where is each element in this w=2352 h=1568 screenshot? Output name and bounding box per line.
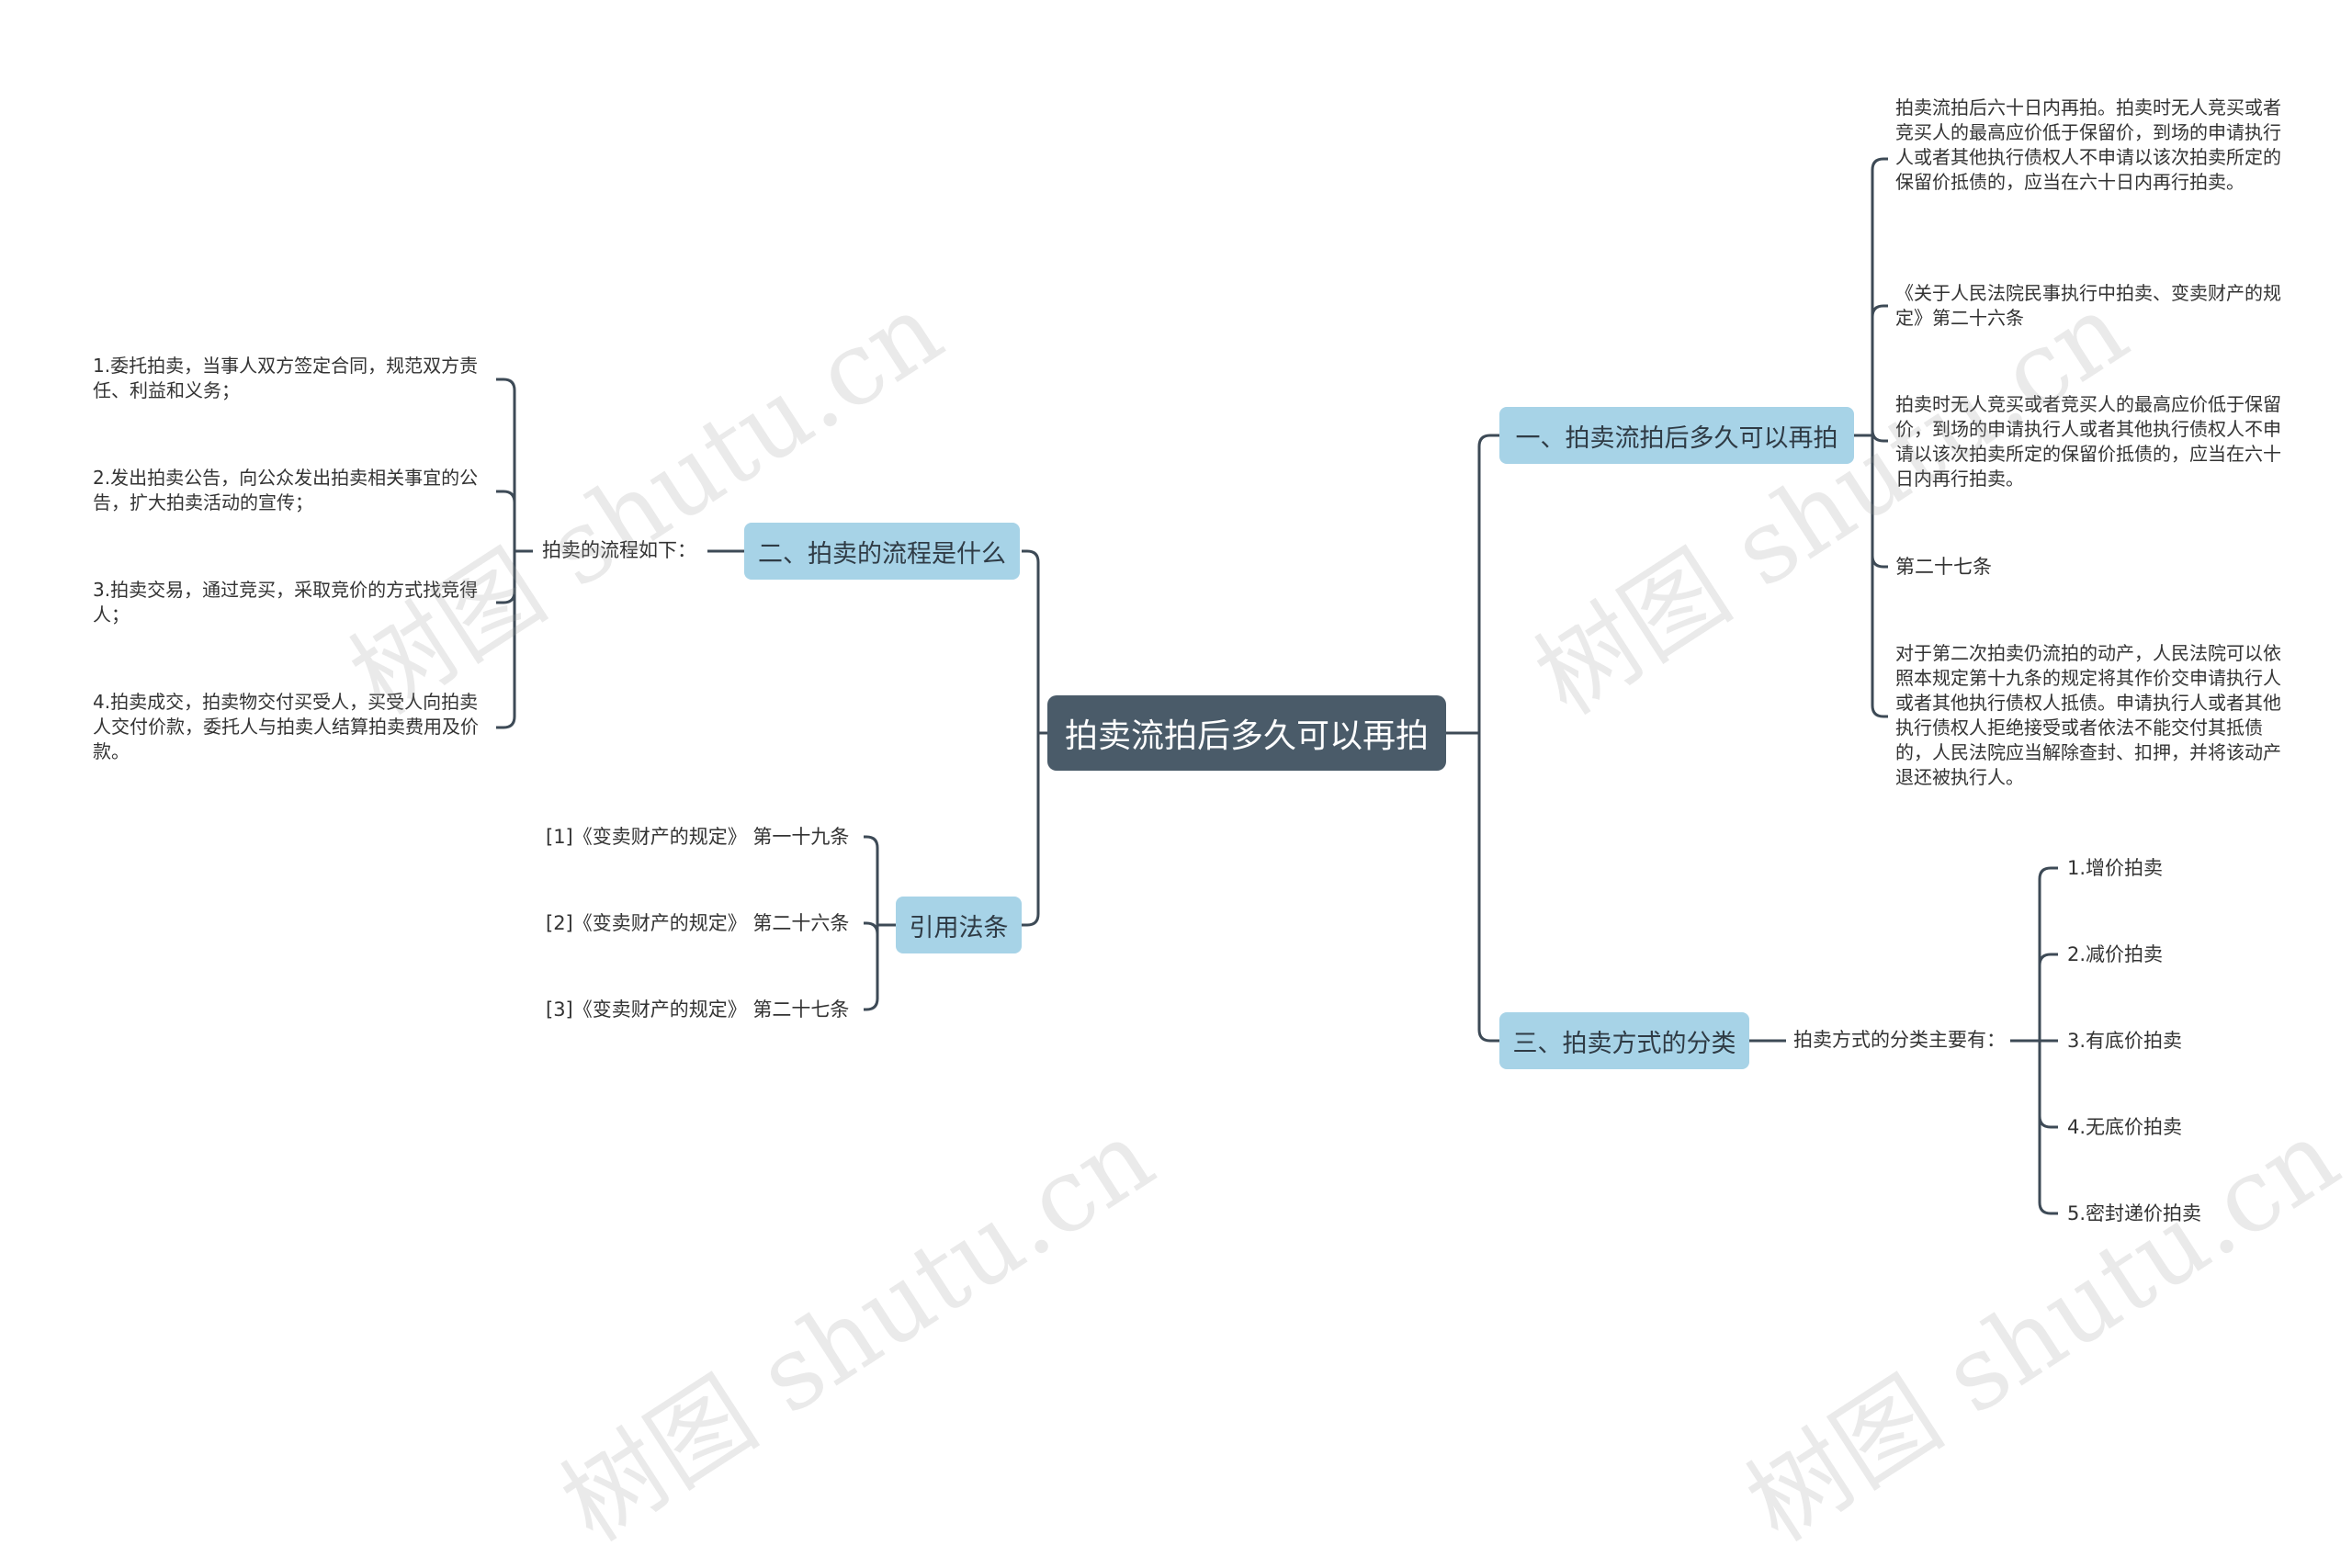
branch-reauction-timing[interactable]: 一、拍卖流拍后多久可以再拍 xyxy=(1499,407,1854,464)
auction-type-2[interactable]: 2.减价拍卖 xyxy=(2067,943,2164,965)
regulation-article-27-title[interactable]: 第二十七条 xyxy=(1895,556,1992,578)
root-left-link-2 xyxy=(1022,733,1040,927)
auction-type-4[interactable]: 4.无底价拍卖 xyxy=(2067,1116,2183,1138)
process-step-1[interactable]: 1.委托拍卖，当事人双方签定合同，规范双方责任、利益和义务； xyxy=(93,355,479,401)
cited-law-2[interactable]: [2]《变卖财产的规定》 第二十六条 xyxy=(546,912,850,934)
process-step-4[interactable]: 4.拍卖成交，拍卖物交付买受人，买受人向拍卖人交付价款，委托人与拍卖人结算拍卖费… xyxy=(93,691,479,762)
b1-link-1 xyxy=(1871,157,1888,435)
auction-type-3[interactable]: 3.有底价拍卖 xyxy=(2067,1030,2183,1052)
b3-link-4 xyxy=(2038,1041,2058,1129)
b4-link-3 xyxy=(864,925,879,1011)
b4-link-2 xyxy=(864,921,879,936)
cited-law-1[interactable]: [1]《变卖财产的规定》 第一十九条 xyxy=(546,826,850,848)
b3-link-2 xyxy=(2038,953,2058,1041)
regulation-article-26-title[interactable]: 《关于人民法院民事执行中拍卖、变卖财产的规定》第二十六条 xyxy=(1895,282,2281,329)
root-topic[interactable]: 拍卖流拍后多久可以再拍 xyxy=(1047,695,1446,771)
branch-auction-types[interactable]: 三、拍卖方式的分类 xyxy=(1499,1012,1749,1069)
root-right-link-1 xyxy=(1477,434,1499,733)
b3-link-1 xyxy=(2038,866,2058,1041)
root-left-link-1 xyxy=(1022,549,1040,733)
b2-link-4 xyxy=(496,551,516,729)
b1-link-4 xyxy=(1871,435,1888,569)
reauction-answer-text[interactable]: 拍卖流拍后六十日内再拍。拍卖时无人竞买或者竞买人的最高应价低于保留价，到场的申请… xyxy=(1895,96,2281,193)
b1-link-5 xyxy=(1871,435,1888,718)
regulation-article-27-text[interactable]: 对于第二次拍卖仍流拍的动产，人民法院可以依照本规定第十九条的规定将其作价交申请执… xyxy=(1895,642,2281,788)
connector-lines xyxy=(496,157,2058,1215)
b1-link-3 xyxy=(1871,428,1888,443)
b4-link-1 xyxy=(864,835,879,925)
auction-type-5[interactable]: 5.密封递价拍卖 xyxy=(2067,1202,2202,1224)
auction-type-1[interactable]: 1.增价拍卖 xyxy=(2067,857,2164,879)
cited-law-3[interactable]: [3]《变卖财产的规定》 第二十七条 xyxy=(546,998,850,1021)
b2-link-1 xyxy=(496,378,516,551)
mindmap-canvas: 拍卖流拍后多久可以再拍 一、拍卖流拍后多久可以再拍 拍卖流拍后六十日内再拍。拍卖… xyxy=(93,96,2352,1563)
regulation-article-26-text[interactable]: 拍卖时无人竞买或者竞买人的最高应价低于保留价，到场的申请执行人或者其他执行债权人… xyxy=(1895,393,2281,490)
b1-link-2 xyxy=(1871,304,1888,435)
auction-types-intro[interactable]: 拍卖方式的分类主要有： xyxy=(1793,1029,2006,1051)
process-step-3[interactable]: 3.拍卖交易，通过竞买，采取竞价的方式找竞得人； xyxy=(93,579,479,626)
branch-cited-laws[interactable]: 引用法条 xyxy=(896,897,1022,953)
b2-link-3 xyxy=(496,551,516,604)
b3-link-5 xyxy=(2038,1041,2058,1215)
b2-link-2 xyxy=(496,490,516,551)
process-step-2[interactable]: 2.发出拍卖公告，向公众发出拍卖相关事宜的公告，扩大拍卖活动的宣传； xyxy=(93,467,479,513)
branch-auction-process[interactable]: 二、拍卖的流程是什么 xyxy=(744,523,1020,580)
auction-process-intro[interactable]: 拍卖的流程如下： xyxy=(542,539,696,561)
root-right-link-2 xyxy=(1477,733,1499,1043)
